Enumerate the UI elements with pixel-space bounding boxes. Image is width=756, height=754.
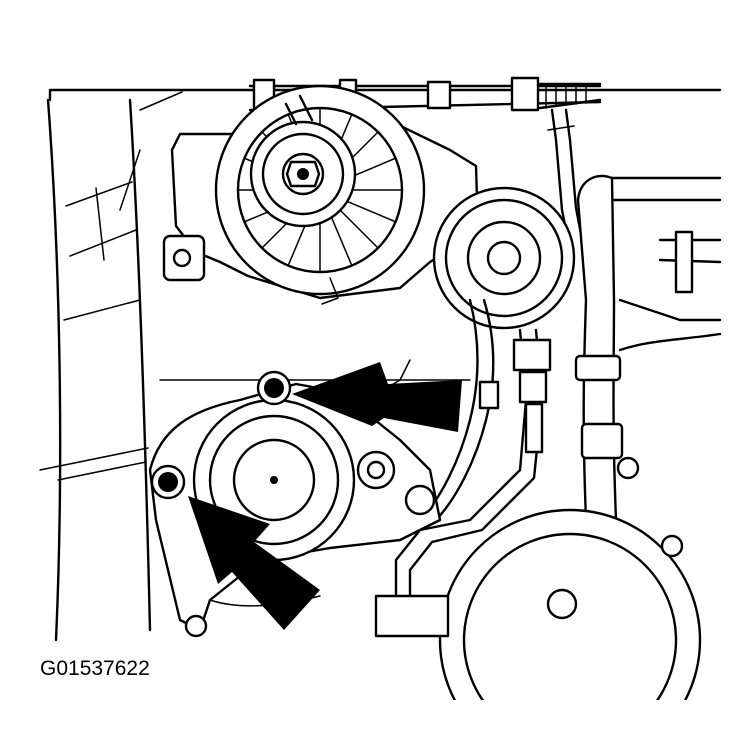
coolant-hose [574,174,722,522]
alternator [162,84,480,305]
harness-cable [394,298,552,602]
crankshaft-pulley [0,508,756,754]
figure-id-caption: G01537622 [40,657,150,680]
lower-bolt-icon [150,464,186,500]
upper-pointer-arrow-icon [292,362,462,432]
lower-pointer-arrow-icon [188,496,320,630]
upper-bolt-icon [256,370,292,406]
body-panel [39,88,722,642]
idler-pulley [432,186,576,330]
